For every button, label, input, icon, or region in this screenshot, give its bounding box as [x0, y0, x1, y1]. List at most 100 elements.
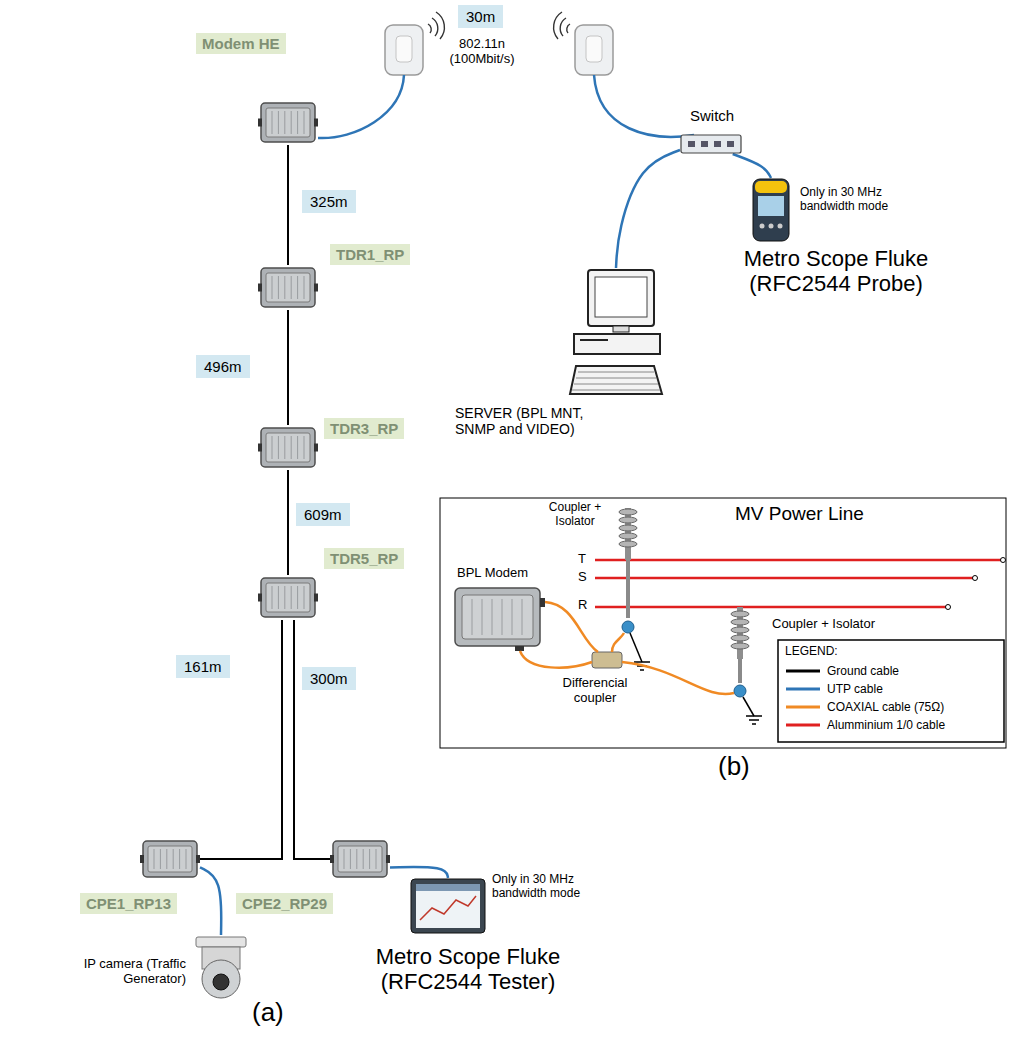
modem-rib	[272, 436, 273, 459]
device-caption: Switch	[690, 107, 734, 124]
modem-port	[258, 594, 262, 602]
modem-rib	[344, 849, 345, 869]
modem-body	[261, 103, 315, 142]
device-label: TDR5_RP	[324, 548, 404, 569]
legend-swatch	[785, 666, 821, 676]
probe-button	[778, 224, 783, 229]
modem-port	[330, 855, 334, 863]
switch-port	[701, 141, 708, 147]
legend-swatch	[785, 684, 821, 694]
legend-entry: Ground cable	[785, 664, 899, 678]
modem-rib	[376, 849, 377, 869]
annotation-label: Differencial coupler	[546, 676, 644, 706]
modem-rib	[291, 436, 292, 459]
distance-label: 325m	[302, 190, 356, 213]
modem-port	[314, 284, 318, 292]
camera-lens	[213, 974, 229, 990]
device-caption: Metro Scope Fluke (RFC2544 Probe)	[710, 246, 962, 297]
legend-entry: UTP cable	[785, 682, 883, 696]
modem-port	[196, 855, 200, 863]
annotation-label: (b)	[718, 752, 750, 782]
tester-screen	[416, 884, 480, 928]
insulator-disc	[731, 643, 749, 649]
modem-panel	[266, 583, 310, 612]
ip-camera: IP camera (Traffic Generator)	[192, 935, 250, 1001]
coax-cable	[612, 633, 624, 652]
legend-text: Ground cable	[827, 664, 899, 678]
modem-panel	[266, 108, 310, 137]
insulator-disc	[731, 611, 749, 617]
coupler-ring	[622, 621, 634, 633]
network-switch-icon	[680, 134, 742, 154]
modem-rib	[304, 586, 305, 609]
annotation-label: Coupler + Isolator	[772, 617, 875, 632]
ground-cable	[743, 697, 754, 716]
ground-symbol	[746, 716, 762, 724]
modem-rib	[291, 111, 292, 134]
modem-panel	[266, 433, 310, 462]
modem-rib	[356, 849, 357, 869]
legend-entry: COAXIAL cable (75Ω)	[785, 700, 944, 714]
insulator-disc	[619, 517, 637, 523]
coupler-isolator	[731, 607, 762, 724]
modem-rib	[179, 849, 180, 869]
bpl-modem-icon	[258, 575, 318, 620]
modem-rib	[291, 276, 292, 299]
utp-cable	[594, 75, 694, 137]
modem-rib	[297, 111, 298, 134]
legend-text: UTP cable	[827, 682, 883, 696]
power-line-link	[287, 145, 289, 265]
device-label: TDR1_RP	[330, 244, 410, 265]
access-point	[385, 12, 444, 75]
insulator-disc	[731, 619, 749, 625]
bpl-modem-icon	[258, 100, 318, 145]
legend-entry: Alumminium 1/0 cable	[785, 718, 945, 732]
server-computer: SERVER (BPL MNT, SNMP and VIDEO)	[568, 268, 664, 400]
probe-button	[769, 224, 774, 229]
bpl-modem-icon	[258, 425, 318, 470]
coupler-arm	[626, 560, 630, 618]
camera-mount	[196, 937, 246, 947]
modem-rib	[278, 436, 279, 459]
monitor-stand	[613, 326, 629, 332]
line-end	[946, 605, 951, 610]
modem-rib	[284, 586, 285, 609]
modem-port	[314, 594, 318, 602]
server-computer-icon	[568, 268, 664, 400]
modem-rib	[278, 111, 279, 134]
legend-text: COAXIAL cable (75Ω)	[827, 700, 944, 714]
probe-top	[755, 181, 787, 193]
access-point	[554, 12, 613, 75]
modem-rib	[284, 111, 285, 134]
modem-rib	[272, 586, 273, 609]
bpl-modem: TDR5_RP	[258, 575, 318, 620]
insulator-disc	[731, 635, 749, 641]
modem-rib	[297, 586, 298, 609]
bpl-modem: TDR1_RP	[258, 265, 318, 310]
power-line-link	[287, 310, 289, 425]
fluke-probe-icon	[752, 178, 790, 242]
legend-line	[786, 724, 820, 727]
utp-cable	[733, 154, 771, 178]
access-point-face	[396, 36, 412, 62]
keyboard-row	[572, 390, 660, 391]
modem-port	[314, 119, 318, 127]
annotation-label: T	[578, 552, 586, 567]
bpl-modem: CPE2_RP29	[330, 838, 390, 880]
modem-port	[386, 855, 390, 863]
device-caption: Metro Scope Fluke (RFC2544 Tester)	[342, 944, 594, 995]
legend-box	[778, 640, 1004, 742]
modem-ribs	[472, 599, 522, 635]
modem-rib	[284, 276, 285, 299]
modem-rib	[284, 436, 285, 459]
line-end	[973, 576, 978, 581]
fluke-probe: Only in 30 MHz bandwidth modeMetro Scope…	[752, 178, 790, 242]
modem-rib	[304, 111, 305, 134]
modem-rib	[154, 849, 155, 869]
probe-button	[760, 224, 765, 229]
modem-rib	[297, 276, 298, 299]
tester-chart	[420, 896, 476, 920]
monitor	[588, 270, 654, 326]
device-caption: Only in 30 MHz bandwidth mode	[800, 186, 908, 214]
